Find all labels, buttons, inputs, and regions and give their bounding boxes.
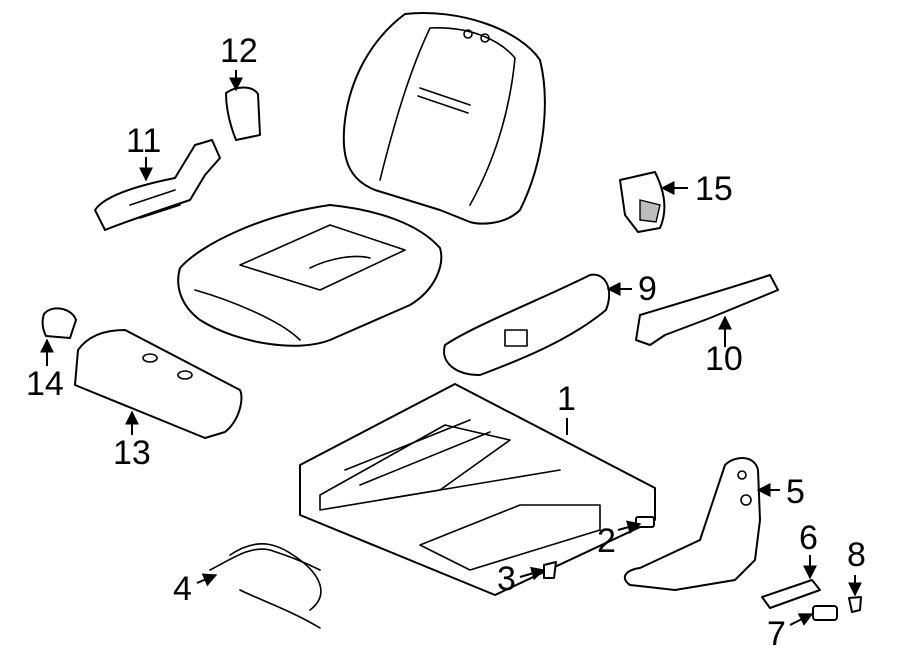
callout-9: 9: [638, 270, 657, 308]
part-12-knob-cover: [225, 86, 261, 141]
part-1-seat-track-box: [299, 383, 656, 596]
part-13-lower-panel: [74, 329, 243, 439]
callout-8: 8: [847, 536, 866, 574]
callout-10: 10: [705, 340, 743, 378]
callout-7: 7: [767, 615, 786, 653]
callout-3: 3: [497, 560, 516, 598]
callout-4: 4: [173, 570, 192, 608]
part-15-bracket: [619, 171, 666, 233]
seat-cushion: [177, 204, 443, 347]
leader-lines: [40, 70, 862, 626]
callout-12: 12: [220, 32, 258, 70]
callout-2: 2: [597, 522, 616, 560]
callout-1: 1: [557, 380, 576, 418]
callout-6: 6: [799, 519, 818, 557]
part-6-switch: [761, 579, 821, 609]
part-4-wire-harness: [209, 543, 322, 629]
callout-15: 15: [695, 170, 733, 208]
part-3-cap: [543, 561, 557, 579]
part-8-clip: [848, 596, 862, 613]
seat-back-cushion: [342, 12, 546, 225]
part-14-clip: [41, 307, 77, 339]
part-7-knob: [812, 605, 838, 621]
callout-5: 5: [786, 473, 805, 511]
part-10-side-cover: [635, 274, 779, 346]
part-9-side-shield: [443, 273, 611, 376]
part-2-bolt: [635, 516, 655, 528]
callout-14: 14: [26, 365, 64, 403]
part-5-recliner-bracket: [623, 457, 761, 591]
callout-11: 11: [126, 122, 161, 160]
part-11-trim-cover: [94, 139, 221, 231]
callout-13: 13: [113, 434, 151, 472]
